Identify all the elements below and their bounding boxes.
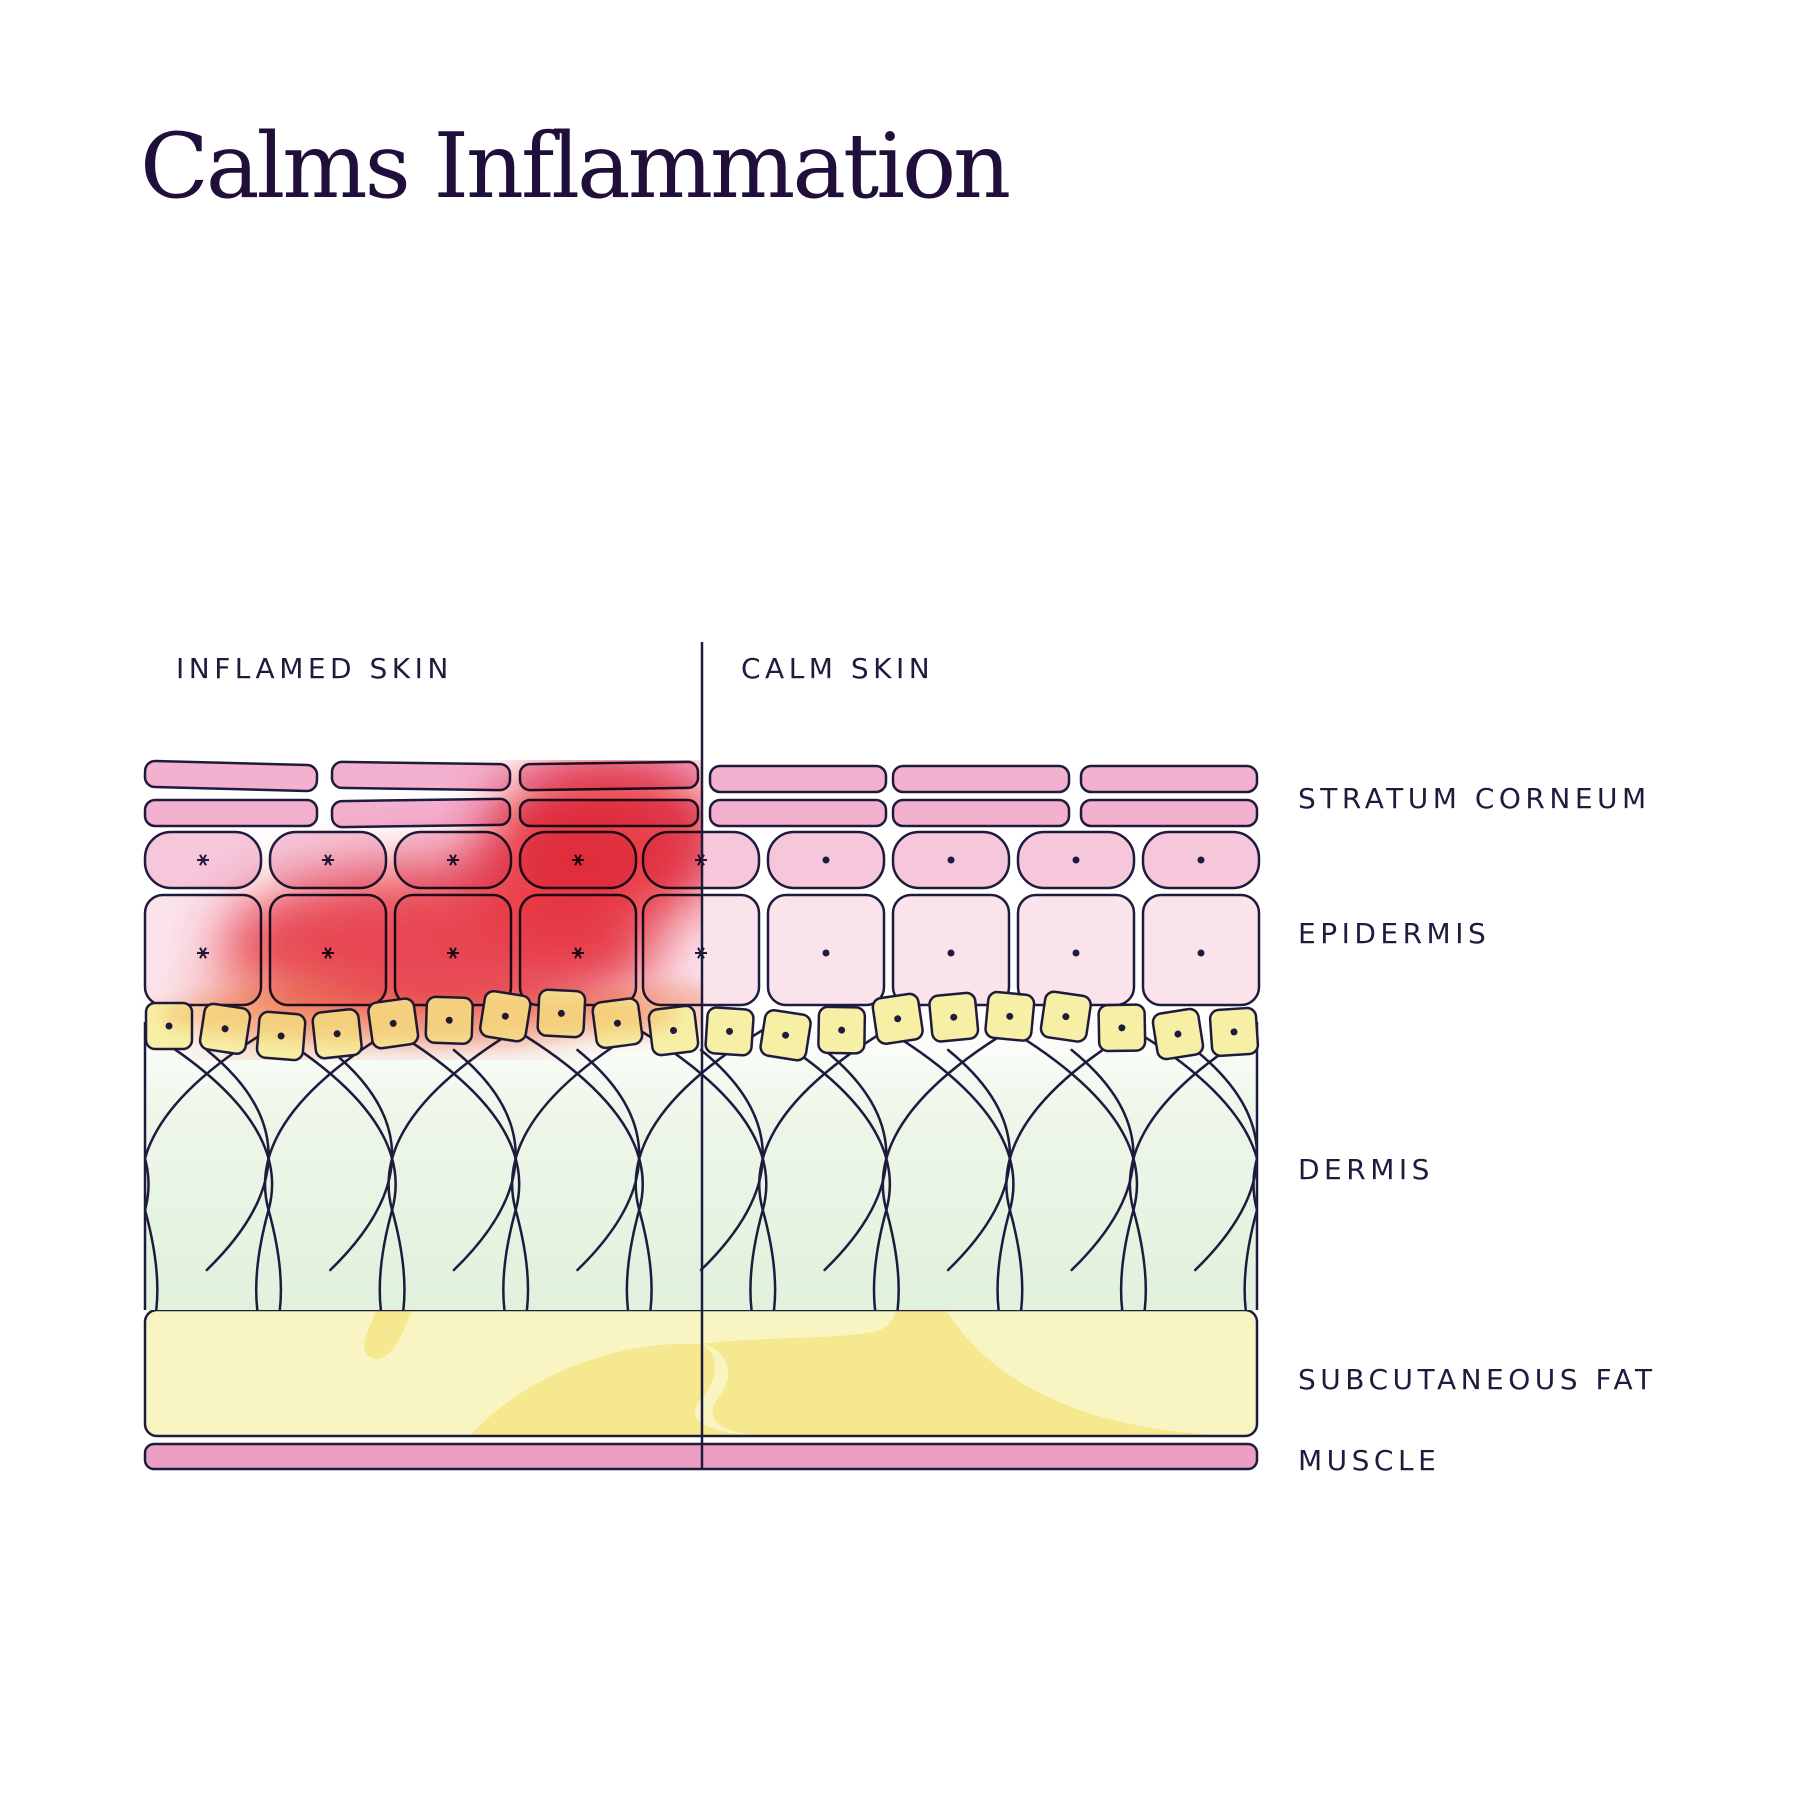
dermis-fiber <box>1132 1028 1257 1310</box>
basal-cell <box>759 1008 812 1062</box>
basal-cell <box>817 1005 867 1055</box>
corneum-cell <box>708 798 888 828</box>
nucleus <box>1062 1013 1070 1021</box>
nucleus <box>726 1027 734 1035</box>
basal-cell <box>871 992 924 1045</box>
nucleus <box>669 1027 677 1035</box>
inflamed-nucleus <box>197 947 209 959</box>
inflamed-nucleus <box>322 854 334 866</box>
subcutaneous-fat-label: SUBCUTANEOUS FAT <box>1298 1363 1657 1396</box>
nucleus <box>782 1031 790 1039</box>
epidermis-label: EPIDERMIS <box>1298 917 1491 950</box>
corneum-cell <box>708 764 888 794</box>
dermis-fiber <box>263 1028 394 1310</box>
nucleus <box>1197 856 1205 864</box>
basal-inflammation-tint <box>160 985 680 1045</box>
nucleus <box>838 1026 846 1034</box>
dermis-fiber <box>637 1028 768 1310</box>
dermis-fiber <box>1008 1028 1139 1310</box>
calm-skin-label: CALM SKIN <box>741 652 935 685</box>
corneum-cell <box>143 798 319 828</box>
nucleus <box>950 1013 958 1021</box>
basal-cell <box>1208 1006 1260 1058</box>
nucleus <box>1230 1028 1238 1036</box>
dermis-fiber <box>761 1028 892 1310</box>
corneum-cell <box>1079 764 1259 794</box>
nucleus <box>1118 1024 1126 1032</box>
nucleus <box>822 949 830 957</box>
basal-cell <box>928 991 980 1043</box>
inflamed-nucleus <box>197 854 209 866</box>
nucleus <box>1072 856 1080 864</box>
corneum-cell <box>891 764 1071 794</box>
dermis-fiber <box>1005 1028 1135 1310</box>
muscle-label: MUSCLE <box>1298 1444 1441 1477</box>
page-title: Calms Inflammation <box>140 114 1011 219</box>
dermis-fiber <box>1319 1050 1381 1270</box>
dermis-fiber <box>510 1028 641 1310</box>
dermis-fiber <box>145 1028 274 1310</box>
basal-cell <box>704 1006 755 1057</box>
corneum-cell <box>143 759 319 793</box>
dermis-fiber <box>758 1028 888 1310</box>
nucleus <box>894 1015 902 1023</box>
corneum-cell <box>891 798 1071 828</box>
dermis-fiber <box>514 1028 644 1310</box>
corneum-cell <box>330 797 512 829</box>
nucleus <box>822 856 830 864</box>
dermis-fiber <box>881 1028 1012 1310</box>
dermis-fiber <box>390 1028 521 1310</box>
nucleus <box>165 1022 173 1030</box>
dermis-fiber <box>145 1154 150 1215</box>
nucleus <box>947 856 955 864</box>
basal-cell <box>1097 1003 1147 1053</box>
corneum-cell <box>1079 798 1259 828</box>
nucleus <box>947 949 955 957</box>
corneum-cell <box>330 760 512 792</box>
dermis-label: DERMIS <box>1298 1153 1434 1186</box>
dermis-fiber <box>885 1028 1015 1310</box>
dermis-fiber <box>145 1028 147 1032</box>
dermis-fiber <box>145 1028 270 1310</box>
nucleus <box>1174 1030 1182 1038</box>
inflamed-skin-label: INFLAMED SKIN <box>176 652 453 685</box>
dermis-fiber <box>145 1140 147 1171</box>
dermis-fiber <box>634 1028 765 1310</box>
nucleus <box>1072 949 1080 957</box>
nucleus <box>1006 1012 1014 1020</box>
inflamed-nucleus <box>447 854 459 866</box>
stratum-corneum-label: STRATUM CORNEUM <box>1298 782 1651 815</box>
basal-cell <box>984 990 1036 1042</box>
dermis-fiber <box>1128 1028 1257 1310</box>
dermis-fiber <box>1255 1028 1257 1032</box>
dermis-fiber <box>387 1028 517 1310</box>
dermis-fiber <box>267 1028 397 1310</box>
dermis-fiber <box>1252 1154 1257 1215</box>
basal-cell <box>1039 990 1092 1043</box>
nucleus <box>1197 949 1205 957</box>
basal-cell <box>1151 1007 1205 1061</box>
